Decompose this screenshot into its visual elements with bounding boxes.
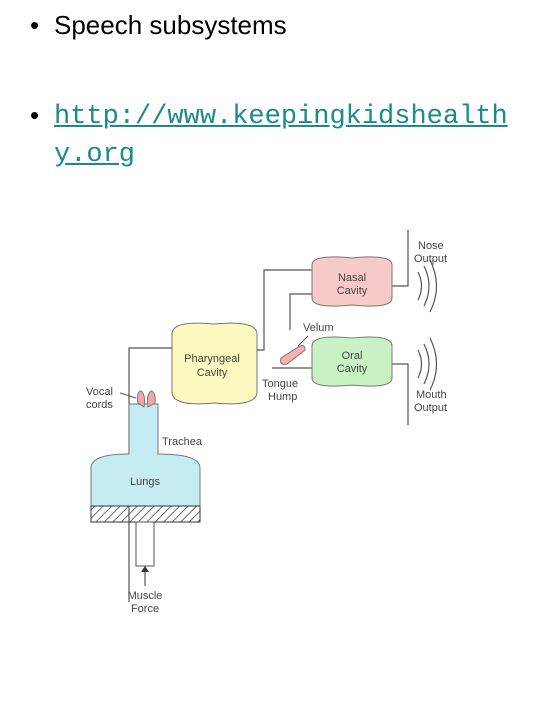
nasal-cavity-shape: [311, 256, 393, 307]
bullet-item-1: • Speech subsystems: [30, 8, 287, 42]
muscle-force-label-1: Muscle: [128, 590, 163, 602]
tongue-hump-label-1: Tongue: [262, 378, 298, 390]
tongue-hump-label-2: Hump: [268, 391, 297, 403]
vocal-cords-shape: [136, 390, 156, 408]
pharyngeal-cavity-label-2: Cavity: [197, 367, 228, 379]
pharyngeal-cavity-label-1: Pharyngeal: [184, 353, 240, 365]
piston-plate: [90, 505, 201, 523]
oral-cavity-label-2: Cavity: [337, 363, 368, 375]
nose-output-label-2: Output: [414, 253, 447, 265]
velum-shape: [280, 345, 306, 365]
oral-cavity-label-1: Oral: [342, 350, 363, 362]
lungs-label: Lungs: [130, 476, 160, 488]
nose-output-waves: [417, 259, 438, 313]
nasal-cavity-label-2: Cavity: [337, 285, 368, 297]
velum-pointer: [297, 335, 309, 347]
slide-heading: Speech subsystems: [54, 10, 287, 40]
piston-rod: [135, 521, 155, 567]
nasal-cavity-label-1: Nasal: [338, 272, 366, 284]
source-link[interactable]: http://www.keepingkidshealthy.org: [54, 102, 508, 170]
mouth-output-label-2: Output: [414, 402, 447, 414]
muscle-force-label-2: Force: [131, 603, 159, 615]
vocal-cords-pointer: [119, 392, 137, 399]
vocal-cords-label-2: cords: [86, 399, 113, 411]
trachea-shape: [90, 403, 201, 507]
muscle-force-arrowhead: [141, 566, 149, 572]
bullet-item-2: • http://www.keepingkidshealthy.org: [30, 98, 514, 174]
oral-cavity-shape: [311, 336, 393, 387]
speech-subsystems-diagram: Nasal Cavity Oral Cavity Pharyngeal Cavi…: [86, 230, 447, 615]
bullet-marker: •: [30, 100, 40, 130]
mouth-output-label-1: Mouth: [416, 389, 447, 401]
nose-output-label-1: Nose: [418, 240, 444, 252]
pharyngeal-cavity-shape: [171, 322, 258, 405]
mouth-output-waves: [417, 337, 438, 391]
trachea-label: Trachea: [162, 436, 203, 448]
bullet-marker: •: [30, 10, 40, 40]
vocal-cords-label-1: Vocal: [86, 386, 113, 398]
velum-label: Velum: [303, 322, 334, 334]
